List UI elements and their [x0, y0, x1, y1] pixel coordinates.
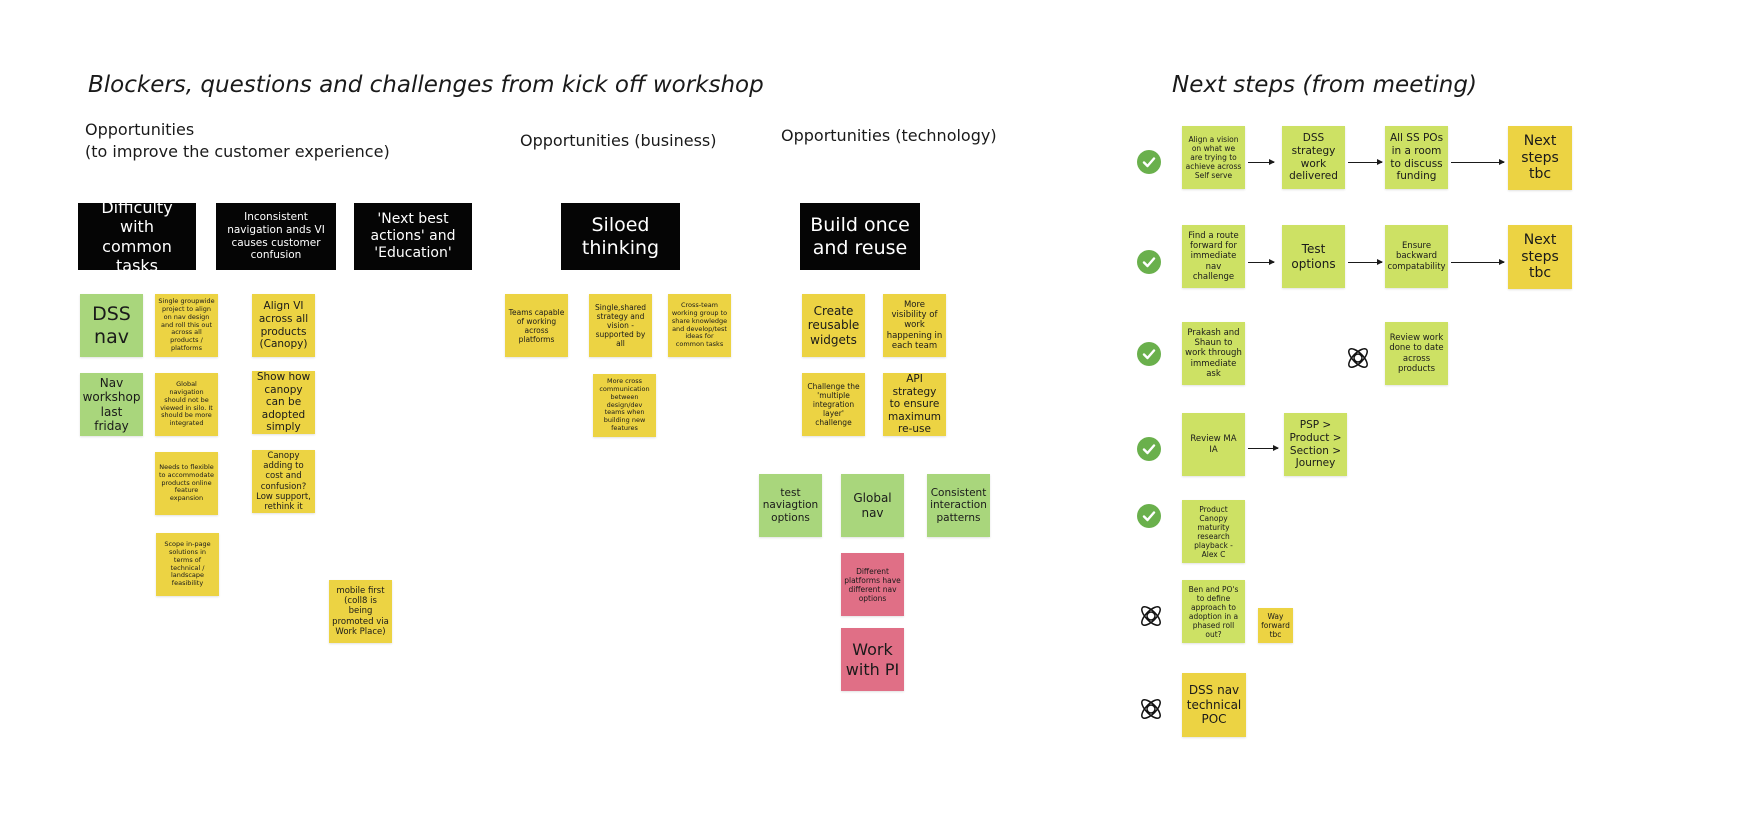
sticky-note[interactable]: Single groupwide project to align on nav… [155, 294, 218, 357]
arrow-connector [1248, 159, 1275, 165]
sticky-note[interactable]: Global navigation should not be viewed i… [155, 373, 218, 436]
board-title-next-steps: Next steps (from meeting) [1172, 72, 1477, 98]
heading-technology-opportunities: Opportunities (technology) [781, 126, 997, 145]
sticky-note[interactable]: Single,shared strategy and vision - supp… [589, 294, 652, 357]
sticky-note[interactable]: Teams capable of working across platform… [505, 294, 568, 357]
check-circle-icon [1137, 150, 1161, 174]
sticky-note[interactable]: Cross-team working group to share knowle… [668, 294, 731, 357]
atom-icon [1137, 695, 1165, 723]
next-step-note[interactable]: DSS nav technical POC [1182, 673, 1246, 737]
atom-icon [1344, 344, 1372, 372]
theme-card-next-best-actions[interactable]: 'Next best actions' and 'Education' [354, 203, 472, 270]
sticky-note[interactable]: test naviagtion options [759, 474, 822, 537]
arrow-connector [1348, 259, 1383, 265]
theme-card-siloed-thinking[interactable]: Siloed thinking [561, 203, 680, 270]
sticky-note[interactable]: API strategy to ensure maximum re-use [883, 373, 946, 436]
next-step-note[interactable]: Product Canopy maturity research playbac… [1182, 500, 1245, 563]
next-step-note[interactable]: DSS strategy work delivered [1282, 126, 1345, 189]
arrow-connector [1451, 259, 1505, 265]
sticky-note[interactable]: Scope in-page solutions in terms of tech… [156, 533, 219, 596]
next-step-note[interactable]: Review MA IA [1182, 413, 1245, 476]
sticky-note[interactable]: Create reusable widgets [802, 294, 865, 357]
check-circle-icon [1137, 250, 1161, 274]
next-step-note[interactable]: Review work done to date across products [1385, 322, 1448, 385]
atom-icon [1137, 602, 1165, 630]
theme-card-build-once[interactable]: Build once and reuse [800, 203, 920, 270]
sticky-note[interactable]: DSS nav [80, 294, 143, 357]
next-step-note[interactable]: All SS POs in a room to discuss funding [1385, 126, 1448, 189]
sticky-note[interactable]: mobile first (coll8 is being promoted vi… [329, 580, 392, 643]
arrow-connector [1248, 259, 1275, 265]
sticky-note[interactable]: Different platforms have different nav o… [841, 553, 904, 616]
theme-card-inconsistent-navigation[interactable]: Inconsistent navigation ands VI causes c… [216, 203, 336, 270]
next-step-note[interactable]: Ben and PO's to define approach to adopt… [1182, 580, 1245, 643]
next-step-note[interactable]: Next steps tbc [1508, 126, 1572, 190]
sticky-note[interactable]: More cross communication between design/… [593, 374, 656, 437]
check-circle-icon [1137, 342, 1161, 366]
check-circle-icon [1137, 504, 1161, 528]
heading-business-opportunities: Opportunities (business) [520, 131, 717, 150]
next-step-note[interactable]: Ensure backward compatability [1385, 225, 1448, 288]
next-step-note[interactable]: Prakash and Shaun to work through immedi… [1182, 322, 1245, 385]
sticky-note[interactable]: Consistent interaction patterns [927, 474, 990, 537]
check-circle-icon [1137, 437, 1161, 461]
sticky-note[interactable]: Show how canopy can be adopted simply [252, 371, 315, 434]
sticky-note[interactable]: Align VI across all products (Canopy) [252, 294, 315, 357]
next-step-note[interactable]: PSP > Product > Section > Journey [1284, 413, 1347, 476]
sticky-note[interactable]: Challenge the 'multiple integration laye… [802, 373, 865, 436]
sticky-note[interactable]: Global nav [841, 474, 904, 537]
next-step-note[interactable]: Align a vision on what we are trying to … [1182, 126, 1245, 189]
arrow-connector [1451, 159, 1505, 165]
sticky-note[interactable]: Work with PI [841, 628, 904, 691]
next-step-note[interactable]: Find a route forward for immediate nav c… [1182, 225, 1245, 288]
sticky-note[interactable]: More visibility of work happening in eac… [883, 294, 946, 357]
theme-card-difficulty[interactable]: Difficulty with common tasks [78, 198, 196, 275]
arrow-connector [1248, 445, 1279, 451]
sticky-note[interactable]: Needs to flexible to accommodate product… [155, 452, 218, 515]
next-step-note[interactable]: Way forward tbc [1258, 608, 1293, 643]
sticky-note[interactable]: Canopy adding to cost and confusion? Low… [252, 450, 315, 513]
heading-customer-opportunities: Opportunities (to improve the customer e… [85, 120, 390, 161]
sticky-note[interactable]: Nav workshop last friday [80, 373, 143, 436]
arrow-connector [1348, 159, 1383, 165]
next-step-note[interactable]: Test options [1282, 225, 1345, 288]
board-title-blockers: Blockers, questions and challenges from … [88, 72, 764, 98]
next-step-note[interactable]: Next steps tbc [1508, 225, 1572, 289]
